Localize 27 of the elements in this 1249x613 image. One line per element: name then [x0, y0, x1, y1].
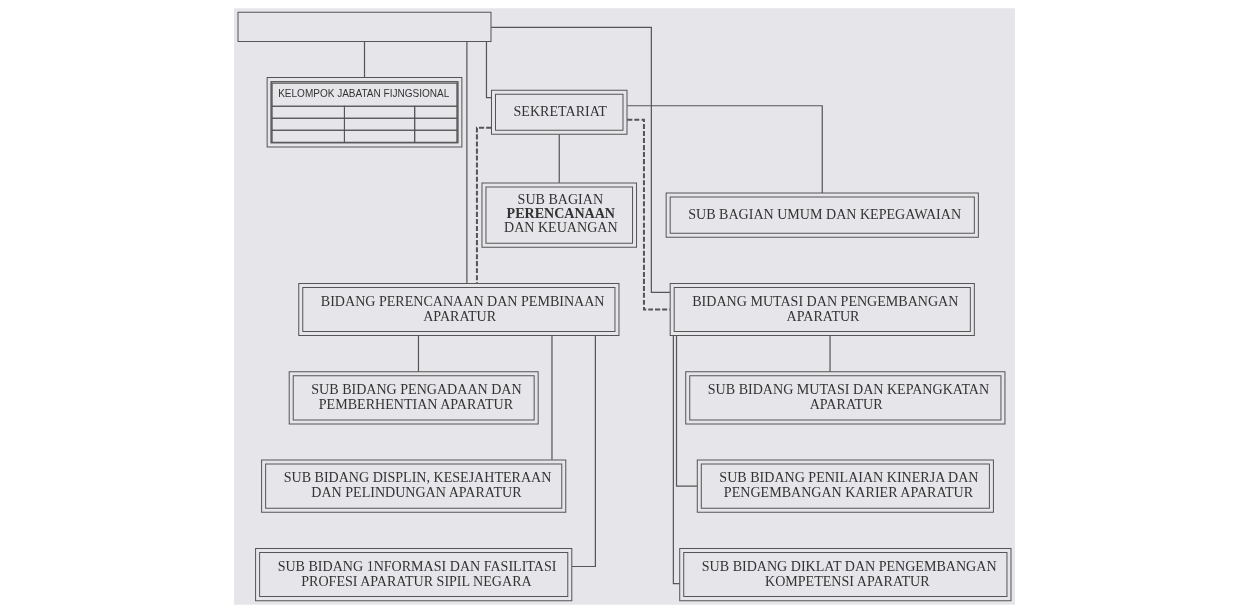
connector [675, 335, 698, 487]
node-box: SUB BIDANG PENGADAAN DAN PEMBERHENTIAN APARATUR [288, 371, 539, 425]
connector [626, 105, 823, 194]
connector [466, 41, 468, 284]
connector [485, 41, 492, 99]
node-box: SUB BAGIAN UMUM DAN KEPEGAWAIAN [665, 192, 979, 238]
node-box: SUB BIDANG PENILAIAN KINERJA DAN PENGEMBANGAN KARIER APARATUR [696, 459, 994, 513]
connector [627, 118, 670, 311]
node-box: BIDANG MUTASI DAN PENGEMBANGAN APARATUR [669, 282, 975, 337]
node-box: SUB BIDANG DISPLIN, KESEJAHTERAAN DAN PELINDUNGAN APARATUR [261, 459, 567, 513]
connector [571, 335, 596, 568]
connector [829, 335, 831, 373]
connector [551, 335, 553, 461]
connector [558, 134, 560, 184]
node-box: KELOMPOK JABATAN FIJNGSIONAL [266, 77, 463, 148]
connector [672, 335, 681, 585]
node-box [237, 11, 492, 42]
connector [490, 26, 671, 294]
node-box: SUB BIDANG DIKLAT DAN PENGEMBANGAN KOMPETENSI APARATUR [679, 547, 1012, 602]
node-box: SEKRETARIAT [491, 89, 628, 135]
node-box: SUB BIDANG 1NFORMASI DAN FASILITASI PROFESI APARATUR SIPIL NEGARA [255, 547, 573, 602]
node-box: SUB BIDANG MUTASI DAN KEPANGKATAN APARATUR [685, 371, 1006, 425]
connector [475, 126, 492, 284]
connector [363, 41, 366, 78]
connector [417, 335, 420, 373]
node-box: SUB BAGIAN PERENCANAAN DAN KEUANGAN [481, 182, 638, 248]
node-box: BIDANG PERENCANAAN DAN PEMBINAAN APARATUR [298, 282, 620, 337]
